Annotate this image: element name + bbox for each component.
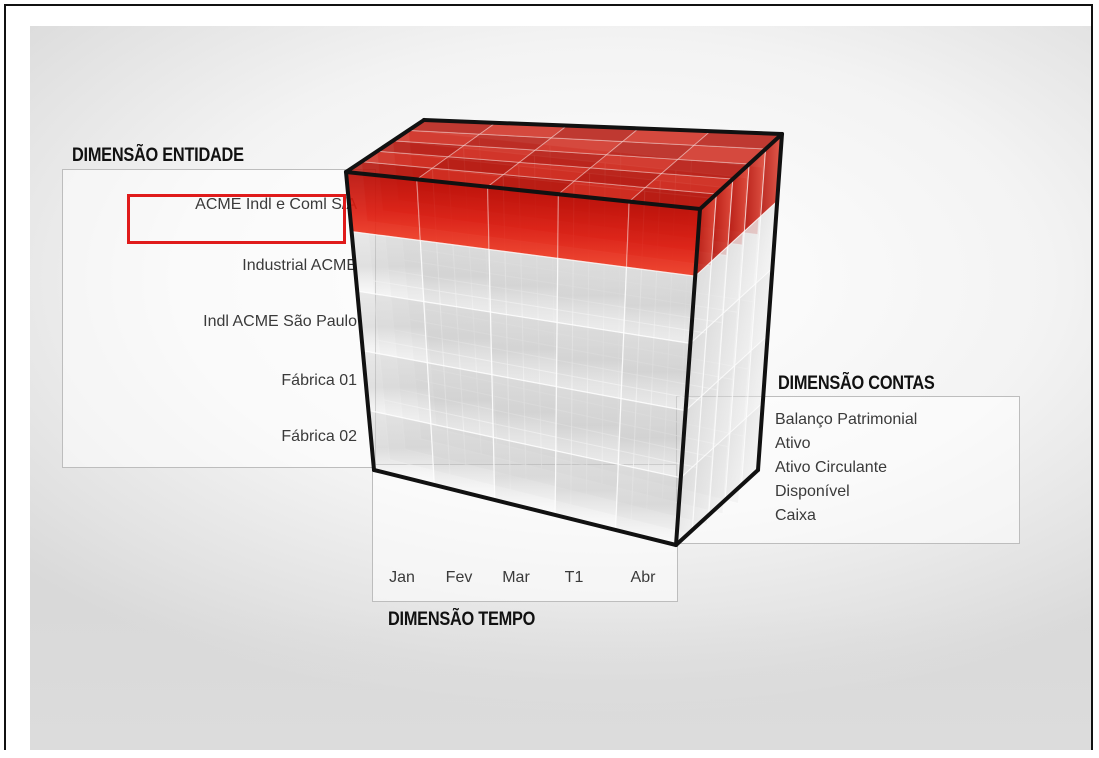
cube-edge — [674, 468, 760, 547]
front-cell — [350, 230, 425, 303]
front-cell — [430, 423, 496, 501]
front-cell — [489, 311, 558, 388]
entity-item: Industrial ACME — [242, 257, 357, 274]
account-item: Ativo — [775, 435, 811, 452]
cube-edge — [674, 207, 702, 547]
time-item: Jan — [389, 569, 415, 586]
front-cell — [419, 239, 492, 313]
front-cell-selected — [345, 171, 421, 242]
entity-item: Fábrica 01 — [281, 372, 357, 389]
front-cell-selected — [557, 193, 630, 268]
front-cell — [488, 248, 559, 324]
front-cell — [620, 332, 692, 412]
account-item: Disponível — [775, 483, 850, 500]
time-item: Abr — [630, 569, 656, 586]
time-item: Mar — [502, 569, 530, 586]
accounts-dimension-title: DIMENSÃO CONTAS — [778, 373, 935, 394]
cube-edge — [756, 132, 784, 472]
entity-item: Fábrica 02 — [281, 428, 357, 445]
cube-edge — [344, 170, 702, 211]
cube-edges — [344, 118, 784, 547]
account-item: Balanço Patrimonial — [775, 411, 918, 428]
data-cube — [344, 118, 784, 547]
account-item: Ativo Circulante — [775, 459, 888, 476]
front-cell — [555, 321, 625, 400]
front-cell-selected — [416, 178, 490, 251]
front-cell — [556, 257, 628, 334]
cube-edge — [344, 170, 376, 472]
cube-edge — [344, 118, 426, 174]
time-item: T1 — [564, 569, 584, 586]
entity-item: ACME Indl e Coml S/A — [195, 196, 357, 213]
accounts-items: Balanço Patrimonial Ativo Ativo Circulan… — [775, 397, 1005, 543]
cube-edge — [698, 132, 784, 211]
front-cell — [623, 266, 696, 345]
cube-edge — [372, 468, 678, 547]
front-cell-selected — [625, 200, 701, 277]
entity-item: Indl ACME São Paulo — [203, 313, 357, 330]
background-fade — [30, 610, 1091, 750]
time-item: Fev — [445, 569, 473, 586]
highlighted-entity-box — [127, 194, 346, 244]
cube-edge — [422, 118, 784, 136]
front-cell-selected — [486, 186, 560, 260]
screen-frame: DIMENSÃO ENTIDADE ACME Indl e Coml S/A I… — [4, 4, 1093, 750]
time-items-row: Jan Fev Mar T1 Abr — [373, 569, 677, 591]
entity-dimension-title: DIMENSÃO ENTIDADE — [72, 145, 244, 166]
time-dimension-title: DIMENSÃO TEMPO — [388, 609, 536, 630]
account-item: Caixa — [775, 507, 816, 524]
